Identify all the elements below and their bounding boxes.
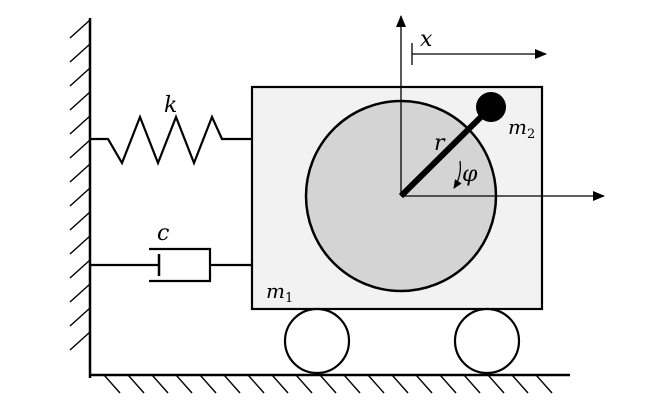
ground: [90, 373, 570, 394]
angle-label: φ: [462, 162, 478, 187]
right-wheel: [453, 307, 521, 375]
point-mass-label: m2: [508, 115, 535, 142]
x-label: x: [420, 27, 433, 52]
radius-label: r: [434, 131, 446, 156]
wall: [69, 18, 92, 378]
ground-hatching: [103, 374, 553, 394]
pendulum-rod: [398, 105, 493, 199]
cart-mass-label: m1: [266, 279, 293, 306]
point-mass: [476, 92, 506, 122]
angle-arc-arrow: [453, 160, 462, 189]
left-wheel: [283, 307, 351, 375]
wall-hatching: [69, 19, 91, 351]
spring: [90, 113, 252, 167]
spring-label: k: [164, 93, 177, 118]
damper: [90, 247, 252, 283]
damper-label: c: [157, 221, 169, 246]
